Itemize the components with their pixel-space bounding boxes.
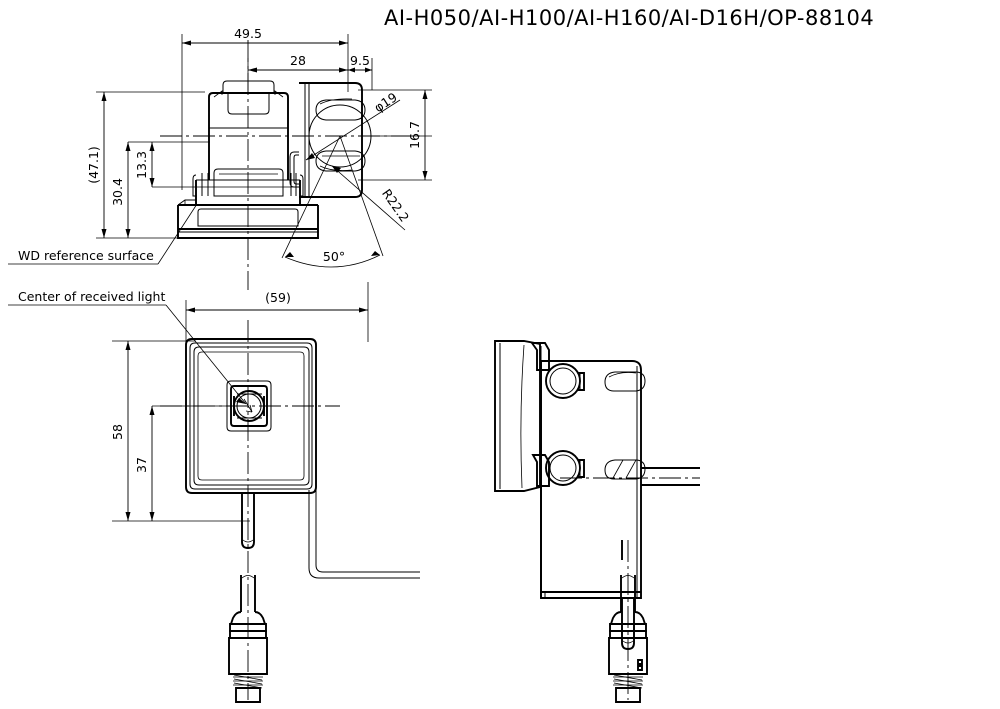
dimension-28: 28 [247,53,348,90]
view-front: (59) 58 37 [8,282,420,703]
drawing-title: AI-H050/AI-H100/AI-H160/AI-D16H/OP-88104 [384,4,1000,38]
dimension-9-5: 9.5 [348,53,373,90]
dimension-58-label: 58 [110,424,125,440]
front-cable-stub [241,493,255,549]
sensor-head-housing [208,80,289,180]
front-lens-assembly [226,380,272,432]
view-side-elevation: 49.5 28 9.5 [8,26,432,290]
dimension-47-1: (47.1) [86,91,205,239]
dimension-r22-2: R22.2 [331,165,412,231]
dimension-30-4-label: 30.4 [110,178,125,206]
dimension-30-4: 30.4 [110,142,131,238]
annotation-wd-reference-label: WD reference surface [18,248,154,263]
dimension-37-label: 37 [134,457,149,473]
dimension-13-3-label: 13.3 [134,151,149,179]
annotation-center-received-light: Center of received light [8,289,247,405]
dimension-16-7: 16.7 [358,89,432,181]
right-view-slot-upper [604,371,646,392]
right-view-screw-boss-lower [545,450,585,486]
dimension-59: (59) [185,282,369,342]
right-view-screw-boss-upper [545,363,585,399]
dimension-49-5: 49.5 [181,26,349,190]
dimension-16-7-label: 16.7 [407,121,422,149]
dimension-59-label: (59) [265,290,291,305]
annotation-wd-reference-surface: WD reference surface [8,203,198,265]
connector-assembly-right [608,575,648,703]
dimension-angle-50-label: 50° [323,249,345,264]
dimension-13-3: 13.3 [128,141,300,188]
dimension-diameter-19-label: φ19 [371,89,399,115]
annotation-center-received-light-label: Center of received light [18,289,165,304]
view-right-side [494,340,700,700]
drawing-title-text: AI-H050/AI-H100/AI-H160/AI-D16H/OP-88104 [384,6,874,30]
dimension-47-1-label: (47.1) [86,146,101,184]
mounting-bracket-plate [177,199,319,239]
right-view-cable-lead [641,467,700,486]
connector-assembly-front [228,575,268,703]
dimension-r22-2-label: R22.2 [379,186,412,225]
front-body-outline [185,338,317,494]
dimension-9-5-label: 9.5 [350,53,370,68]
right-view-face-slab [494,340,541,492]
front-cable-exit [308,490,420,579]
right-view-slot-lower [604,459,646,480]
dimension-28-label: 28 [290,53,306,68]
dimension-49-5-label: 49.5 [234,26,262,41]
right-view-bracket-body [540,360,642,599]
right-view-cable-stub [621,598,635,650]
dimension-58: 58 [110,340,250,522]
dimension-angle-50: 50° [281,135,384,268]
dimension-37: 37 [134,405,230,521]
